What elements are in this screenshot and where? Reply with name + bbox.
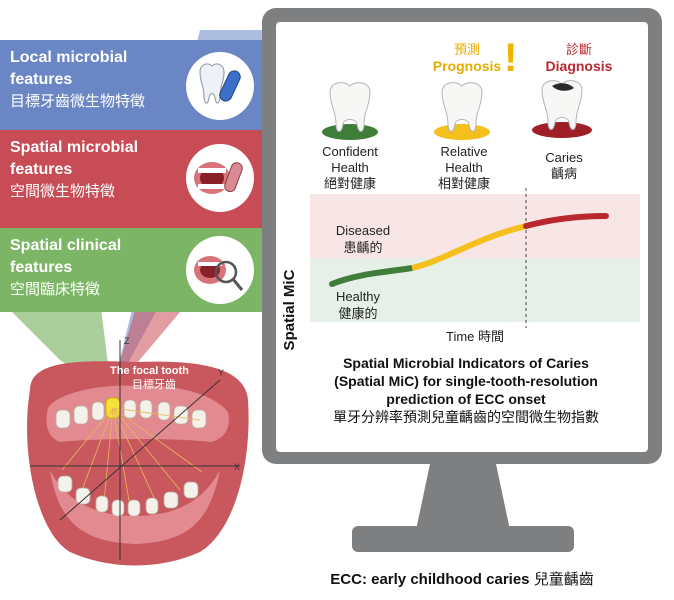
y-axis-label: Spatial MiC (281, 269, 298, 351)
tooth-bacteria-circle (186, 52, 254, 120)
stage-relative-health: Relative Health 相對健康 (420, 144, 508, 192)
diagnosis-en: Diagnosis (545, 58, 613, 74)
stage-teeth (322, 80, 592, 140)
dental-arch: Z X Y (27, 336, 249, 566)
axis-y-label: Y (218, 368, 224, 378)
tooth-relative-icon (441, 82, 483, 132)
screen-title: Spatial Microbial Indicators of Caries (… (286, 354, 646, 426)
stage-relative-en1: Relative (440, 144, 488, 159)
lower-teeth (57, 475, 199, 517)
stage-relative-en2: Health (445, 160, 483, 175)
prognosis-en: Prognosis (432, 58, 502, 74)
footer-en: ECC: early childhood caries (330, 571, 530, 588)
spatial-mic-chart (310, 188, 640, 328)
diseased-zone (310, 194, 640, 258)
title-line3: prediction of ECC onset (386, 391, 546, 407)
green-base (322, 124, 378, 140)
stage-confident-zh: 絕對健康 (323, 176, 376, 191)
tooth-confident-icon (329, 82, 371, 132)
mouth-bacteria-circle (186, 144, 254, 212)
diagnosis-header: 診斷 Diagnosis (536, 42, 622, 74)
axis-z-label: Z (124, 336, 130, 346)
caries-spot (552, 83, 574, 91)
prognosis-header: 預測 Prognosis (432, 42, 502, 74)
panel-spatial-microbial-en: Spatial microbial features (10, 139, 139, 178)
diseased-en: Diseased (335, 223, 391, 238)
prognosis-zh: 預測 (453, 42, 480, 57)
yellow-base (434, 124, 490, 140)
curve-red-segment (523, 213, 609, 229)
red-base (532, 122, 592, 138)
lower-arch (50, 470, 220, 544)
upper-teeth (55, 399, 207, 429)
healthy-en: Healthy (335, 289, 381, 304)
stage-relative-zh: 相對健康 (437, 176, 490, 191)
stage-confident-en1: Confident (322, 144, 378, 159)
stage-confident-en2: Health (331, 160, 369, 175)
axes-3d (30, 340, 240, 560)
diagnosis-zh: 診斷 (565, 42, 592, 57)
stage-caries-zh: 齲病 (550, 166, 577, 181)
healthy-zone (310, 258, 640, 322)
curve-green-segment (329, 265, 415, 287)
upper-arch (46, 385, 229, 442)
curve-yellow-segment (411, 223, 527, 271)
title-line1: Spatial Microbial Indicators of Caries (343, 355, 589, 371)
title-line2: (Spatial MiC) for single-tooth-resolutio… (334, 373, 598, 389)
diseased-zh: 患齲的 (343, 240, 383, 255)
x-axis-label: Time 時間 (445, 329, 505, 344)
panel-spatial-clinical-en: Spatial clinical features (10, 237, 122, 276)
prognosis-exclamation: ! (504, 36, 518, 80)
mouth-bacteria-icon (194, 162, 243, 194)
focal-tooth-zh: 目標牙齒 (132, 379, 176, 391)
tooth-caries-icon (541, 80, 583, 130)
healthy-label: Healthy 健康的 (326, 288, 390, 322)
monitor-base (352, 526, 574, 552)
focal-tooth-en: The focal tooth (110, 365, 189, 377)
focal-tooth-label: The focal tooth 目標牙齒 (110, 364, 189, 392)
stage-confident-health: Confident Health 絕對健康 (306, 144, 394, 192)
mouth-magnifier-circle (186, 236, 254, 304)
panel-local-zh: 目標牙齒微生物特徵 (10, 93, 146, 110)
stage-caries-en1: Caries (545, 150, 583, 165)
title-zh: 單牙分辨率預測兒童齲齒的空間微生物指數 (333, 409, 599, 425)
panel-spatial-clinical-zh: 空間臨床特徵 (10, 281, 101, 298)
monitor-neck (416, 464, 510, 530)
stage-caries: Caries 齲病 (520, 150, 608, 182)
footer: ECC: early childhood caries 兒童齲齒 (282, 568, 642, 589)
footer-zh: 兒童齲齒 (533, 571, 594, 588)
diseased-label: Diseased 患齲的 (328, 222, 398, 256)
magnifier-icon (194, 256, 244, 291)
tooth-bacteria-icon (199, 63, 241, 104)
panel-local-en: Local microbial features (10, 49, 128, 88)
axis-x-label: X (234, 462, 240, 472)
panel-spatial-microbial-zh: 空間微生物特徵 (10, 183, 116, 200)
healthy-zh: 健康的 (338, 306, 378, 321)
